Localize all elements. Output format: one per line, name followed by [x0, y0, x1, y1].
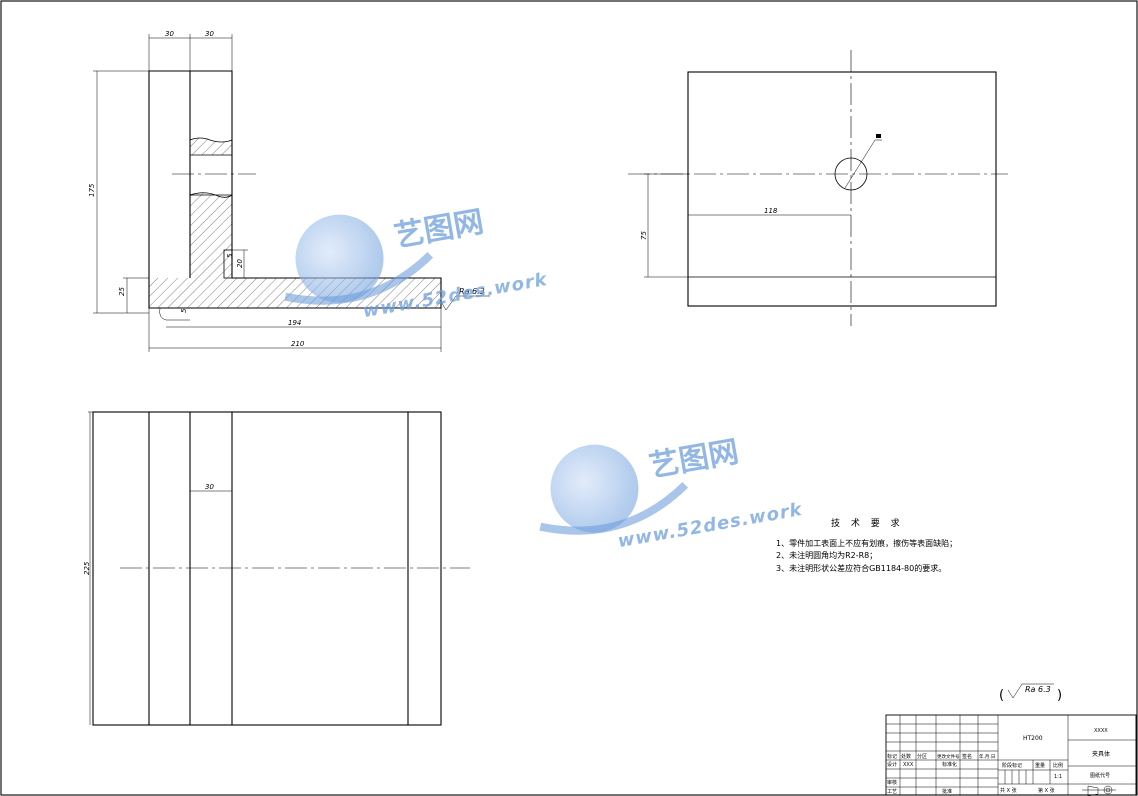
dim-side-height: 225: [83, 561, 91, 575]
dim-bottom-offset: 5: [180, 308, 188, 313]
requirement-item-2: 2、未注明圆角均为R2-R8；: [776, 550, 877, 560]
tb-check-label: 审核: [887, 779, 897, 786]
watermark-globe-icon-2: [550, 444, 639, 533]
tb-scale-label: 比例: [1053, 762, 1063, 769]
tb-scale: 1:1: [1054, 774, 1062, 780]
top-view: 118 75: [628, 50, 1008, 326]
tb-designer-label: 设计: [887, 761, 897, 768]
dim-slot-h: 20: [236, 259, 244, 268]
watermark-2: 艺图网 www.52des.work: [539, 434, 804, 552]
tb-row-label-5: 签名: [962, 753, 972, 760]
tb-std-label: 标准化: [942, 761, 957, 768]
general-roughness: ( Ra 6.3 ): [999, 683, 1062, 703]
tb-sheet-no: 第 X 张: [1038, 787, 1055, 794]
dim-side-width: 30: [205, 483, 214, 491]
top-view-hole: [834, 157, 868, 191]
tb-row-label-1: 标记: [887, 753, 897, 760]
svg-text:): ): [1057, 688, 1062, 703]
roughness-label: Ra 6.3: [459, 287, 485, 296]
tb-designer: XXX: [903, 762, 914, 768]
tb-process-label: 工艺: [887, 789, 897, 795]
dim-inner-length: 194: [288, 319, 301, 327]
tb-row-label-4: 更改文件号: [937, 753, 960, 760]
dim-height-total: 175: [88, 183, 96, 197]
dim-offset-x: 118: [764, 207, 778, 215]
tb-approve-label: 批准: [942, 788, 952, 795]
technical-requirements: 技 术 要 求 1、零件加工表面上不应有划痕，擦伤等表面缺陷； 2、未注明圆角均…: [776, 517, 957, 573]
tb-row-label-6: 年.月.日: [979, 753, 995, 760]
tb-sheet-total: 共 X 张: [1000, 787, 1017, 794]
tb-row-label-2: 处数: [901, 753, 911, 760]
tb-stage-label: 阶段标记: [1002, 762, 1022, 769]
dim-slot-w: 5: [226, 253, 234, 258]
watermark-brand-2: 艺图网: [647, 434, 742, 484]
watermark-globe-icon: [295, 214, 384, 303]
tb-material: HT200: [1023, 735, 1043, 742]
title-block: 标记 处数 分区 更改文件号 签名 年.月.日 设计 XXX 标准化 审核 工艺…: [885, 714, 1137, 796]
projection-symbol-icon: [1082, 785, 1116, 796]
requirement-item-3: 3、未注明形状公差应符合GB1184-80的要求。: [776, 563, 946, 573]
dim-offset-y: 75: [640, 231, 648, 240]
requirement-item-1: 1、零件加工表面上不应有划痕，擦伤等表面缺陷；: [776, 538, 957, 548]
watermark-url: www.52des.work: [361, 269, 549, 322]
requirements-title: 技 术 要 求: [831, 517, 904, 529]
watermark-brand: 艺图网: [392, 204, 487, 254]
tb-row-label-3: 分区: [917, 753, 927, 760]
side-view: 30 225: [83, 411, 470, 726]
front-view-section-lower: [190, 192, 232, 278]
dim-top-right: 30: [205, 30, 214, 38]
dim-top-left: 30: [165, 30, 174, 38]
dim-base-height: 25: [118, 287, 126, 296]
tb-part-name-top: XXXX: [1094, 728, 1108, 734]
svg-text:(: (: [999, 688, 1004, 703]
tb-weight-label: 重量: [1035, 762, 1045, 769]
tb-drawing-no: 图纸代号: [1090, 772, 1110, 779]
watermark-1: 艺图网 www.52des.work: [284, 204, 549, 322]
dim-total-length: 210: [291, 340, 305, 348]
tb-part-name: 夹具体: [1092, 750, 1110, 758]
general-roughness-label: Ra 6.3: [1025, 685, 1051, 694]
